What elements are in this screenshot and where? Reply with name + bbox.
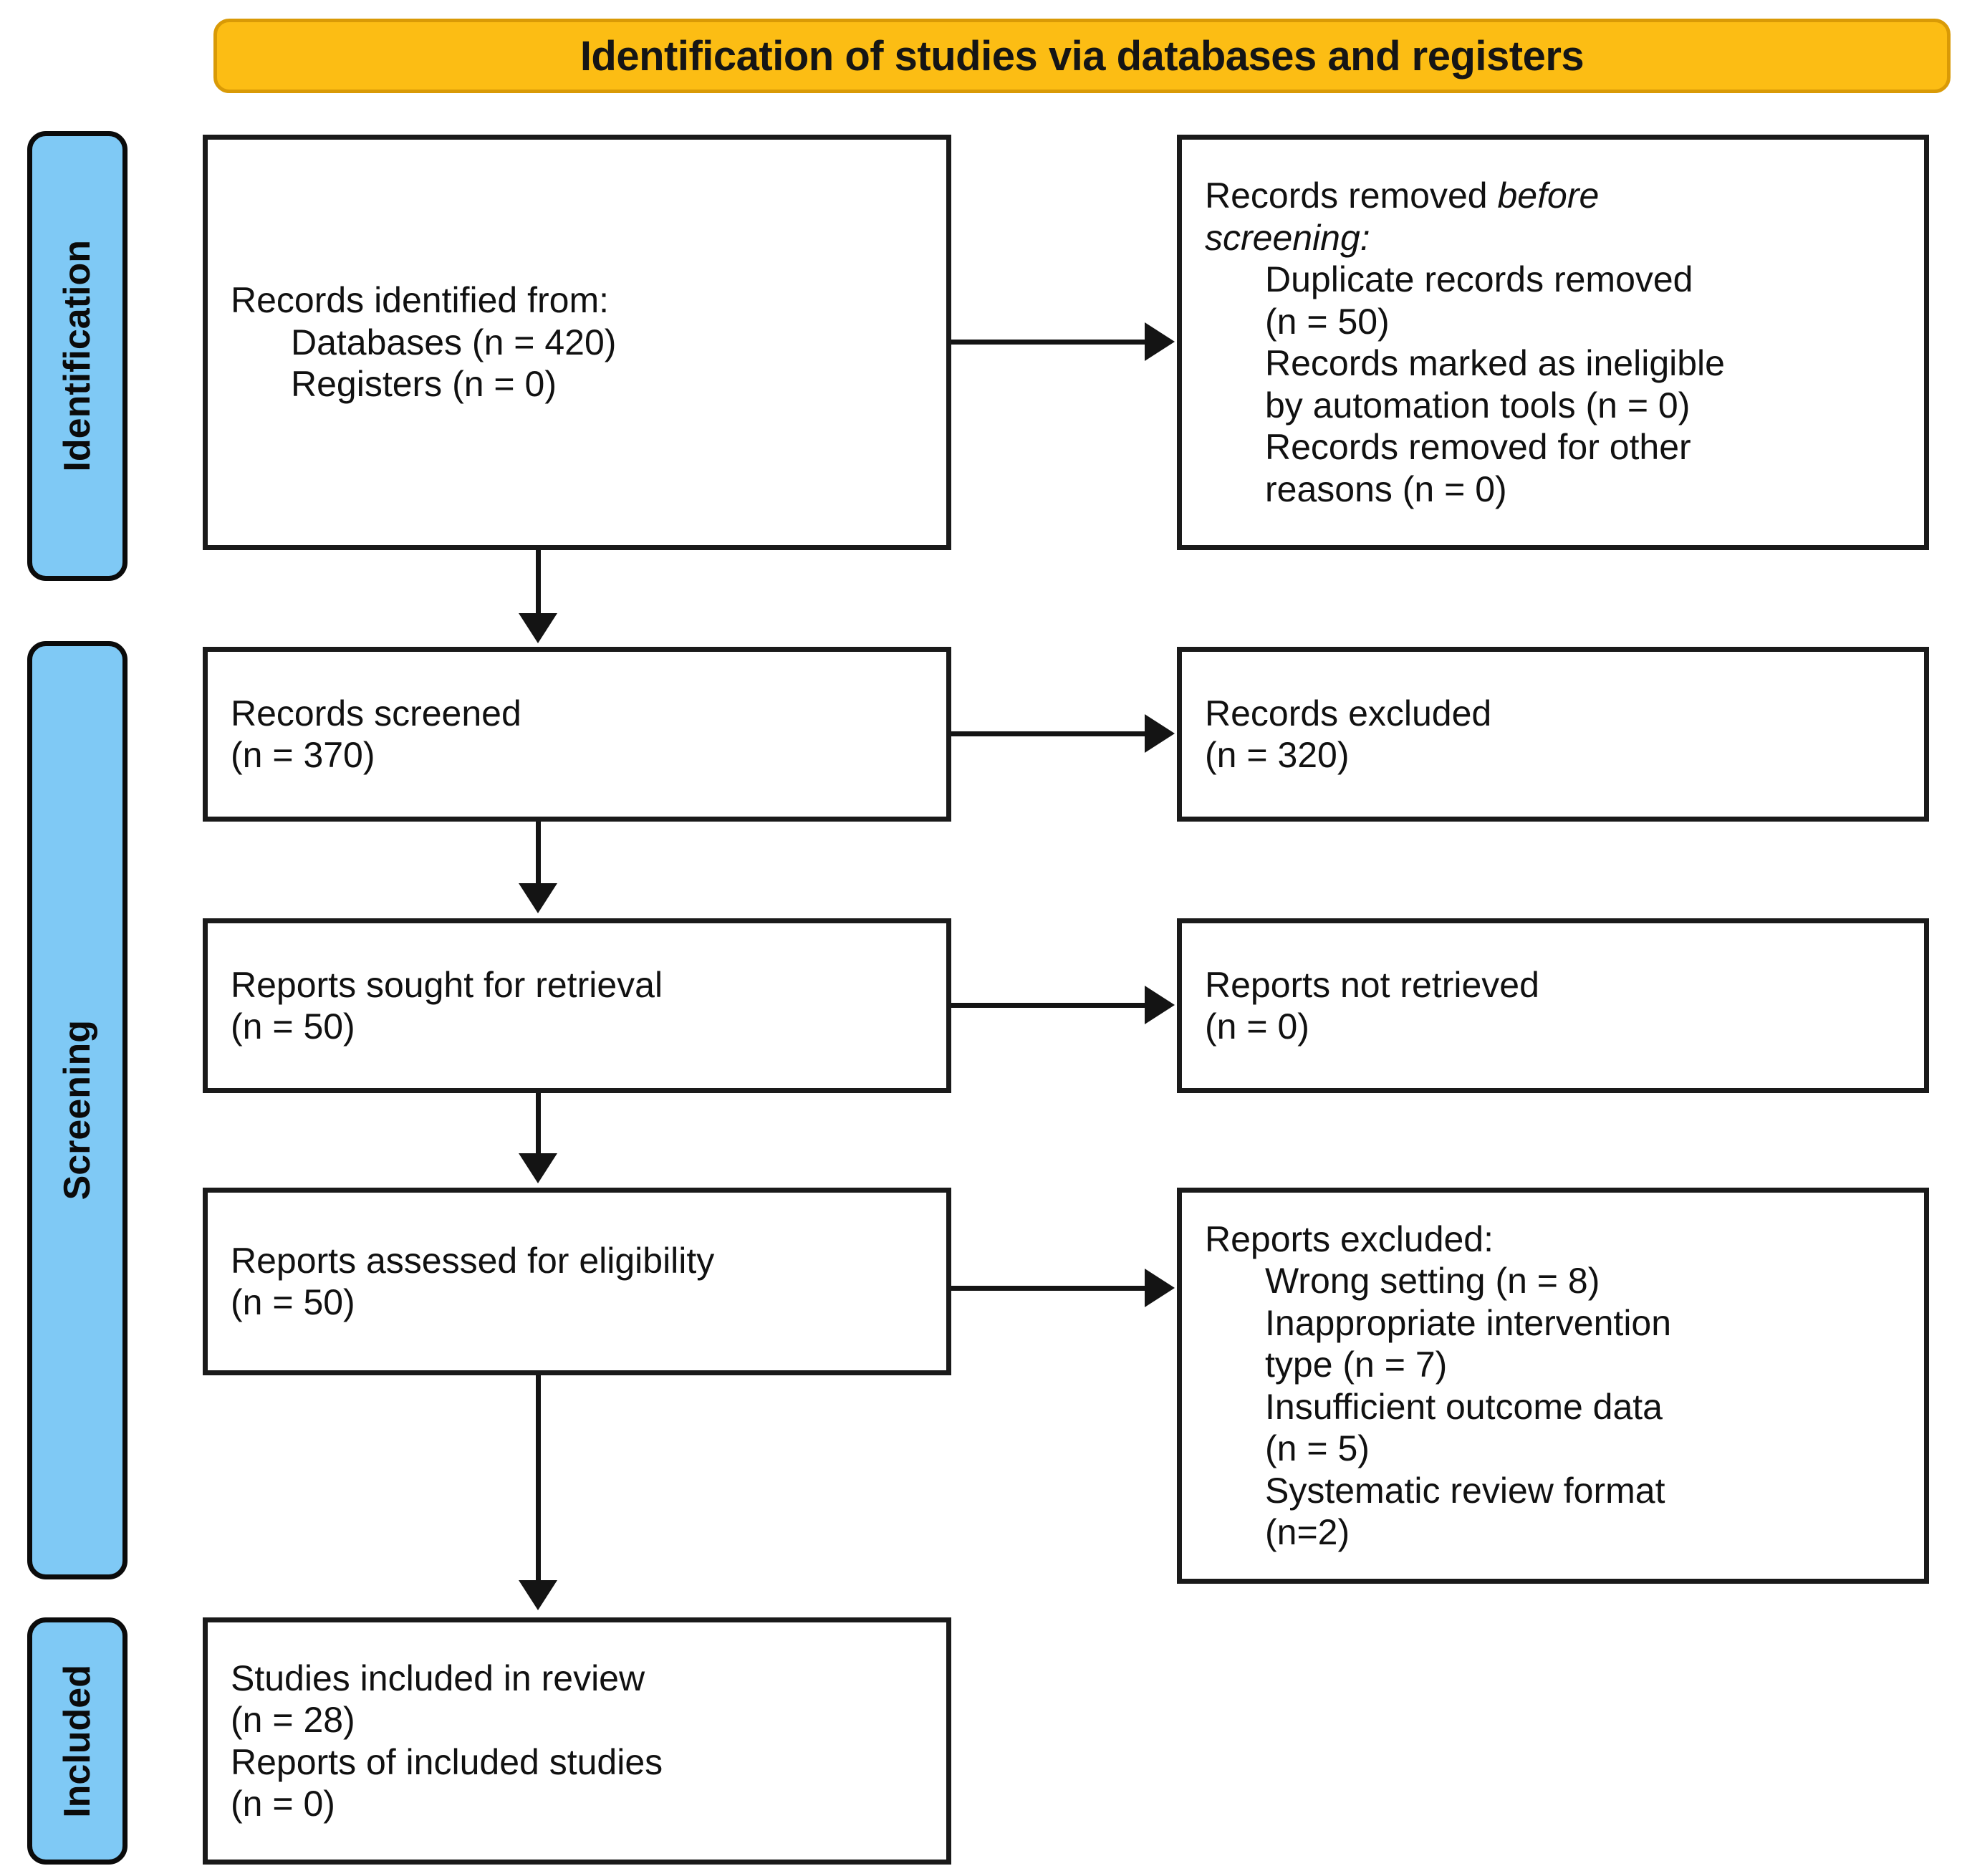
arrow-shaft — [536, 550, 541, 616]
arrow-head — [1145, 986, 1175, 1024]
box-line: (n = 50) — [231, 1006, 355, 1047]
box-line: Records removed before — [1205, 175, 1901, 217]
stage-tab-identification-label: Identification — [57, 240, 98, 472]
arrow-shaft — [951, 340, 1146, 345]
box-line-plain: Records removed — [1205, 175, 1498, 216]
box-reports-sought-for-retrieval: Reports sought for retrieval (n = 50) — [203, 918, 951, 1093]
stage-tab-identification: Identification — [27, 131, 128, 581]
box-studies-included-in-review: Studies included in review (n = 28) Repo… — [203, 1617, 951, 1865]
box-line: Databases (n = 420) — [291, 322, 617, 362]
box-line: Wrong setting (n = 8) — [1265, 1261, 1600, 1301]
stage-tab-screening: Screening — [27, 641, 128, 1579]
box-line: Studies included in review — [231, 1658, 645, 1698]
arrow-head — [519, 1580, 557, 1610]
box-line: Records marked as ineligible — [1265, 343, 1725, 383]
box-line-italic: screening: — [1205, 217, 1370, 258]
box-line: Systematic review format — [1265, 1470, 1665, 1511]
box-records-removed-before-screening: Records removed before screening: Duplic… — [1177, 135, 1929, 550]
box-line: Reports excluded: — [1205, 1218, 1494, 1259]
box-line: Reports of included studies — [231, 1741, 663, 1782]
box-line: (n = 50) — [1265, 301, 1390, 342]
arrow-head — [1145, 714, 1175, 753]
arrow-shaft — [951, 1003, 1146, 1008]
box-line: Records removed for other — [1265, 427, 1691, 467]
box-reports-assessed-for-eligibility: Reports assessed for eligibility (n = 50… — [203, 1188, 951, 1375]
arrow-head — [1145, 322, 1175, 361]
arrow-shaft — [951, 731, 1146, 736]
box-line: Records excluded — [1205, 693, 1492, 733]
box-line: reasons (n = 0) — [1265, 468, 1507, 509]
box-line: type (n = 7) — [1265, 1345, 1448, 1385]
box-line: (n = 320) — [1205, 735, 1350, 775]
stage-tab-included: Included — [27, 1617, 128, 1865]
box-records-identified: Records identified from: Databases (n = … — [203, 135, 951, 550]
box-line: (n = 0) — [231, 1784, 335, 1824]
box-line: (n = 50) — [231, 1282, 355, 1322]
arrow-shaft — [536, 822, 541, 886]
box-line: (n = 0) — [1205, 1006, 1309, 1047]
box-line: (n = 28) — [231, 1700, 355, 1740]
box-line: (n = 5) — [1265, 1428, 1370, 1468]
box-line-italic: before — [1497, 175, 1600, 216]
box-line: Reports assessed for eligibility — [231, 1240, 715, 1281]
box-reports-excluded: Reports excluded: Wrong setting (n = 8) … — [1177, 1188, 1929, 1584]
box-line: Reports not retrieved — [1205, 964, 1539, 1005]
box-line: Duplicate records removed — [1265, 259, 1693, 299]
arrow-shaft — [536, 1093, 541, 1156]
box-line: by automation tools (n = 0) — [1265, 385, 1691, 425]
box-line: Records identified from: — [231, 280, 610, 321]
diagram-title: Identification of studies via databases … — [580, 32, 1584, 80]
box-line: Insufficient outcome data — [1265, 1386, 1663, 1427]
box-reports-not-retrieved: Reports not retrieved (n = 0) — [1177, 918, 1929, 1093]
arrow-head — [519, 883, 557, 913]
arrow-head — [519, 613, 557, 643]
arrow-shaft — [536, 1375, 541, 1583]
box-line: screening: — [1205, 217, 1901, 259]
stage-tab-screening-label: Screening — [57, 1020, 98, 1201]
box-records-excluded: Records excluded (n = 320) — [1177, 647, 1929, 822]
stage-tab-included-label: Included — [57, 1664, 98, 1818]
arrow-head — [1145, 1269, 1175, 1307]
box-line: Registers (n = 0) — [291, 364, 557, 405]
box-line: (n=2) — [1265, 1512, 1350, 1552]
diagram-title-banner: Identification of studies via databases … — [213, 19, 1951, 93]
box-line: (n = 370) — [231, 735, 375, 775]
box-line: Records screened — [231, 693, 521, 733]
box-records-screened: Records screened (n = 370) — [203, 647, 951, 822]
box-line: Reports sought for retrieval — [231, 964, 663, 1005]
arrow-shaft — [951, 1286, 1146, 1291]
box-line: Inappropriate intervention — [1265, 1302, 1672, 1343]
arrow-head — [519, 1153, 557, 1183]
